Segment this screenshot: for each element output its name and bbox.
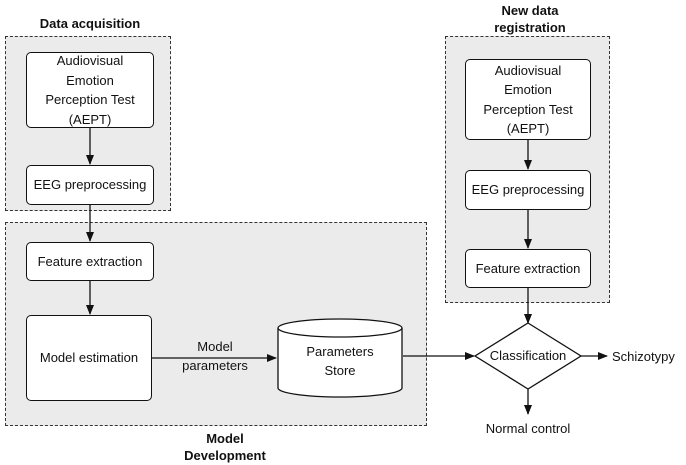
eeg-preprocessing-box-right: EEG preprocessing	[465, 170, 591, 210]
model-parameters-label: Model parameters	[182, 339, 248, 373]
classification-label: Classification	[489, 348, 567, 363]
parameters-store-label: Parameters Store	[306, 344, 374, 378]
parameters-store-cylinder	[277, 318, 403, 398]
feature-extraction-box-left: Feature extraction	[26, 242, 154, 281]
aept-box-left: Audiovisual Emotion Perception Test (AEP…	[26, 52, 154, 128]
model-estimation-box: Model estimation	[26, 315, 152, 401]
aept-box-right: Audiovisual Emotion Perception Test (AEP…	[465, 59, 591, 140]
data-acquisition-title: Data acquisition	[39, 16, 141, 31]
classification-diamond	[473, 322, 583, 390]
model-development-title: Model Development	[184, 431, 266, 463]
schizotypy-output: Schizotypy	[612, 349, 675, 364]
feature-extraction-box-right: Feature extraction	[465, 249, 591, 288]
new-data-registration-title: New data registration	[494, 3, 566, 35]
eeg-preprocessing-box-left: EEG preprocessing	[26, 165, 154, 205]
normal-control-output: Normal control	[485, 421, 571, 436]
